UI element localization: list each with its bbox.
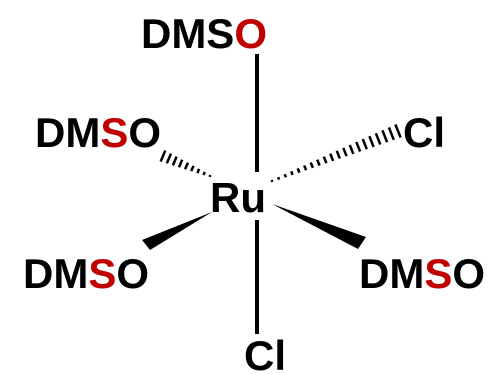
hash-stroke	[171, 156, 178, 166]
hash-stroke	[159, 150, 167, 162]
ligand-top: DMSO	[141, 10, 267, 57]
hash-stroke	[208, 174, 212, 178]
ligand-upper-left-highlight: S	[100, 109, 128, 156]
hash-stroke	[374, 132, 382, 145]
hash-stroke	[394, 124, 402, 138]
ligand-upper-right: Cl	[403, 109, 445, 156]
hash-stroke	[316, 159, 321, 167]
ligand-lower-left-suffix: O	[116, 250, 149, 297]
ligand-top-highlight: O	[234, 10, 267, 57]
hash-stroke	[387, 126, 395, 141]
bond-lower-left-wedge	[142, 212, 212, 250]
ligand-upper-left: DMSO	[35, 109, 161, 156]
hash-stroke	[361, 138, 368, 150]
ligand-upper-right-prefix: Cl	[403, 109, 445, 156]
hash-stroke	[309, 162, 315, 169]
hash-stroke	[276, 176, 281, 181]
hash-stroke	[296, 167, 301, 174]
hash-stroke	[342, 147, 348, 157]
ligand-upper-left-suffix: O	[128, 109, 161, 156]
ligand-lower-left: DMSO	[23, 250, 149, 297]
hash-stroke	[190, 165, 195, 172]
hash-stroke	[329, 153, 335, 162]
ligand-lower-right-prefix: DM	[359, 250, 424, 297]
hash-stroke	[335, 150, 341, 159]
hash-stroke	[177, 159, 184, 168]
ligand-lower-right-highlight: S	[424, 250, 452, 297]
ligand-lower-right-suffix: O	[452, 250, 485, 297]
ligand-bottom-prefix: Cl	[244, 332, 286, 374]
hash-stroke	[183, 162, 190, 170]
ligand-upper-left-prefix: DM	[35, 109, 100, 156]
hash-stroke	[202, 171, 206, 176]
ligand-bottom: Cl	[244, 332, 286, 374]
hash-stroke	[290, 170, 294, 176]
hash-stroke	[196, 168, 201, 174]
hash-stroke	[368, 135, 375, 148]
hash-stroke	[322, 156, 328, 164]
ligand-lower-right: DMSO	[359, 250, 485, 297]
hash-stroke	[381, 129, 389, 143]
bond-lower-right-wedge	[272, 204, 366, 249]
hash-stroke	[355, 141, 362, 152]
bonds	[142, 54, 402, 334]
bond-upper-left-hashed	[159, 150, 212, 178]
ligand-top-prefix: DMS	[141, 10, 234, 57]
bond-upper-right-hashed	[270, 124, 402, 183]
hash-stroke	[165, 153, 173, 164]
hash-stroke	[283, 173, 288, 178]
hash-stroke	[270, 179, 274, 183]
center-atom-label: Ru	[210, 174, 266, 221]
hash-stroke	[348, 144, 355, 155]
ligand-lower-left-prefix: DM	[23, 250, 88, 297]
ligand-lower-left-highlight: S	[88, 250, 116, 297]
hash-stroke	[303, 164, 308, 171]
